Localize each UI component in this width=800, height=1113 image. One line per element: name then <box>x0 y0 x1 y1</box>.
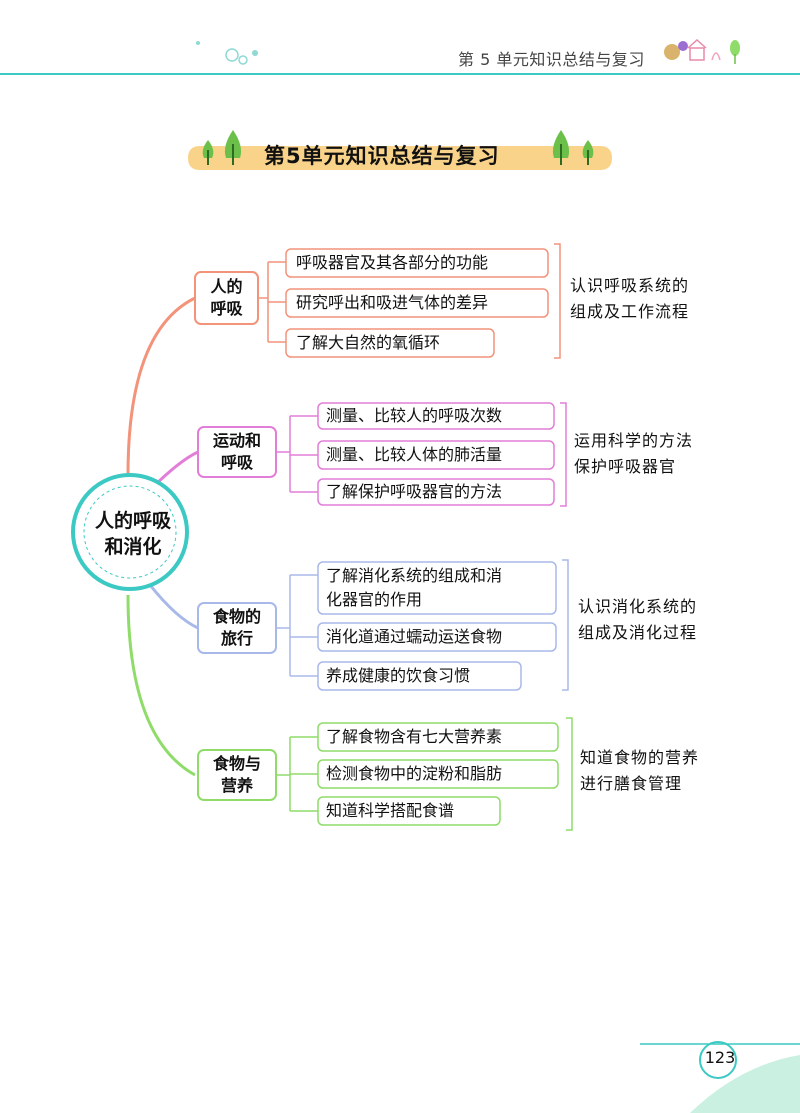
leaf-item: 研究呼出和吸进气体的差异 <box>296 293 489 312</box>
leaf-item: 测量、比较人体的肺活量 <box>326 445 503 464</box>
goal-text: 知道食物的营养 进行膳食管理 <box>580 745 699 797</box>
branch-exercise-breathing: 运动和 呼吸 <box>198 430 276 474</box>
center-node-line2: 和消化 <box>104 536 162 558</box>
branch-label-line1: 人的 <box>210 277 243 296</box>
goal-text: 运用科学的方法 保护呼吸器官 <box>574 428 693 480</box>
branch-label-line1: 运动和 <box>212 431 261 450</box>
goal-text: 认识消化系统的 组成及消化过程 <box>578 594 697 646</box>
leaf-item: 了解食物含有七大营养素 <box>326 727 503 746</box>
goal-line2: 组成及工作流程 <box>570 302 690 321</box>
branch-label-line1: 食物与 <box>212 754 261 773</box>
branch-food-nutrition: 食物与 营养 <box>198 753 276 797</box>
branch-breathing: 人的 呼吸 <box>195 276 258 320</box>
branch-label-line1: 食物的 <box>212 607 261 626</box>
goal-line2: 进行膳食管理 <box>580 774 683 793</box>
leaf-item: 测量、比较人的呼吸次数 <box>326 406 503 425</box>
branch-label-line2: 旅行 <box>220 629 253 648</box>
running-header: 第 5 单元知识总结与复习 <box>458 50 645 69</box>
page-title: 第5单元知识总结与复习 <box>264 144 500 168</box>
goal-line1: 认识呼吸系统的 <box>570 276 690 295</box>
goal-line2: 保护呼吸器官 <box>574 457 677 476</box>
goal-text: 认识呼吸系统的 组成及工作流程 <box>570 273 689 325</box>
goal-line1: 运用科学的方法 <box>574 431 694 450</box>
branch-food-journey: 食物的 旅行 <box>198 606 276 650</box>
page-number: 123 <box>704 1048 736 1067</box>
goal-line2: 组成及消化过程 <box>578 623 698 642</box>
leaf-item: 化器官的作用 <box>326 590 423 609</box>
goal-line1: 认识消化系统的 <box>578 597 698 616</box>
branch-label-line2: 呼吸 <box>210 299 243 318</box>
leaf-item: 养成健康的饮食习惯 <box>326 666 471 685</box>
header-decoration-icon <box>664 38 740 64</box>
branch-label-line2: 呼吸 <box>220 453 253 472</box>
branch-label-line2: 营养 <box>220 776 253 795</box>
leaf-item: 消化道通过蠕动运送食物 <box>326 627 503 646</box>
leaf-item: 呼吸器官及其各部分的功能 <box>296 253 489 272</box>
center-node: 人的呼吸 和消化 <box>78 508 188 560</box>
leaf-item: 了解保护呼吸器官的方法 <box>326 482 503 501</box>
leaf-item: 知道科学搭配食谱 <box>326 801 455 820</box>
center-node-line1: 人的呼吸 <box>94 510 171 532</box>
goal-line1: 知道食物的营养 <box>580 748 700 767</box>
header-bubbles-icon <box>196 41 258 65</box>
leaf-item: 检测食物中的淀粉和脂肪 <box>326 764 503 783</box>
leaf-item: 了解大自然的氧循环 <box>296 333 441 352</box>
leaf-item: 了解消化系统的组成和消 <box>326 566 503 585</box>
tree-icon <box>202 130 594 165</box>
